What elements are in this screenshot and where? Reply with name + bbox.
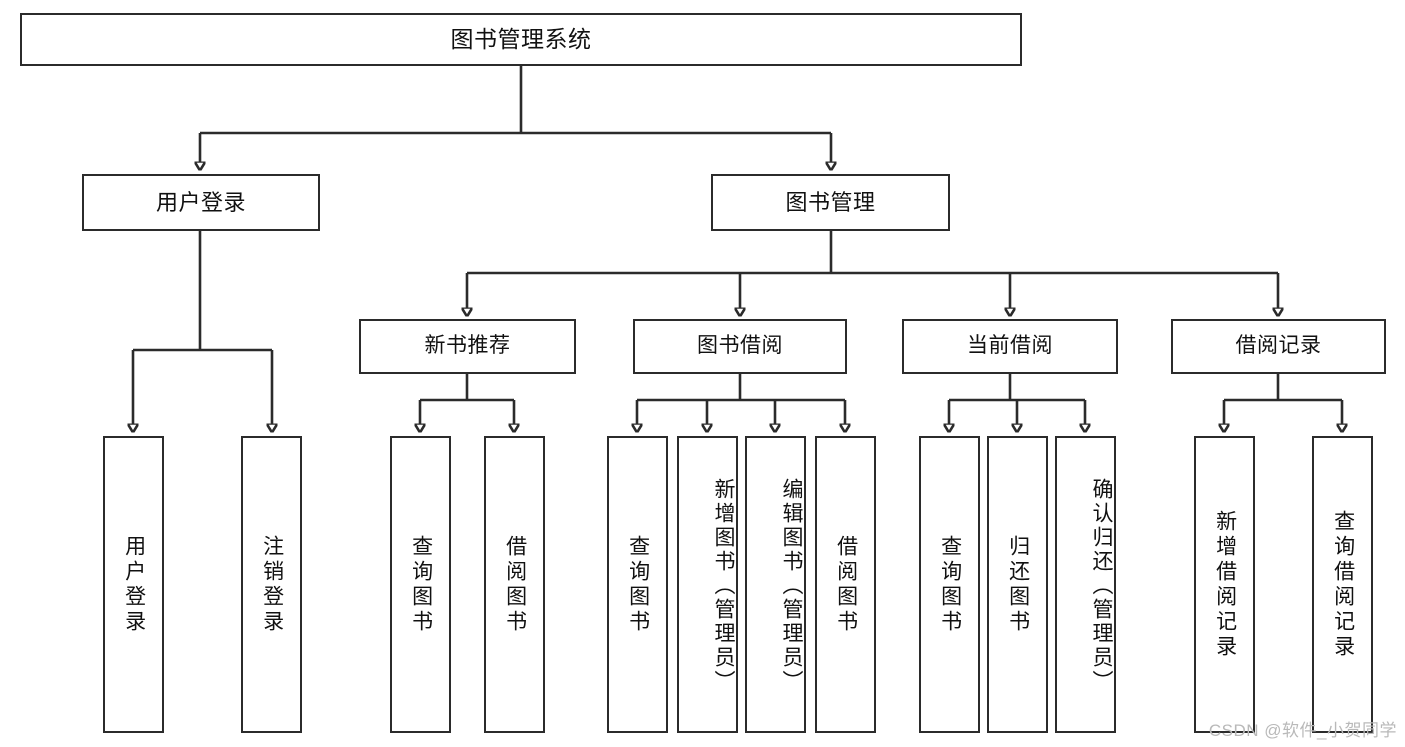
node-label: 编辑图书（管理员） [780,477,803,694]
node-label: 图书借阅 [697,334,783,358]
leaf-add-borrow-record[interactable]: 新增借阅记录 [1194,436,1255,733]
leaf-logout[interactable]: 注销登录 [241,436,302,733]
node-label: 借阅图书 [834,534,858,635]
csdn-watermark: CSDN @软件_小贺同学 [1208,721,1397,740]
leaf-query-books-current[interactable]: 查询图书 [919,436,980,733]
node-label: 确认归还（管理员） [1090,477,1113,694]
node-label: 借阅记录 [1235,334,1322,358]
node-new-book-recommendation[interactable]: 新书推荐 [359,319,576,374]
node-label: 新书推荐 [424,334,511,358]
node-label: 新增图书（管理员） [712,477,735,694]
leaf-borrow-books-newbook[interactable]: 借阅图书 [484,436,545,733]
leaf-return-books[interactable]: 归还图书 [987,436,1048,733]
node-label: 查询图书 [626,534,650,635]
node-label: 用户登录 [122,534,146,635]
leaf-edit-book-admin[interactable]: 编辑图书（管理员） [745,436,806,733]
node-label: 归还图书 [1006,534,1030,635]
leaf-query-borrow-record[interactable]: 查询借阅记录 [1312,436,1373,733]
node-label: 图书管理系统 [450,26,592,53]
node-book-management[interactable]: 图书管理 [711,174,950,231]
leaf-query-books-borrow[interactable]: 查询图书 [607,436,668,733]
node-label: 用户登录 [155,189,246,215]
node-label: 查询图书 [409,534,433,635]
leaf-query-books-newbook[interactable]: 查询图书 [390,436,451,733]
leaf-confirm-return-admin[interactable]: 确认归还（管理员） [1055,436,1116,733]
node-label: 查询借阅记录 [1331,509,1355,660]
node-label: 新增借阅记录 [1213,509,1237,660]
leaf-user-login[interactable]: 用户登录 [103,436,164,733]
node-root-book-management-system[interactable]: 图书管理系统 [20,13,1022,66]
node-current-borrowing[interactable]: 当前借阅 [902,319,1118,374]
node-borrow-records[interactable]: 借阅记录 [1171,319,1386,374]
node-label: 借阅图书 [503,534,527,635]
node-book-borrowing[interactable]: 图书借阅 [633,319,847,374]
node-label: 查询图书 [938,534,962,635]
node-user-login[interactable]: 用户登录 [82,174,320,231]
leaf-borrow-books-borrow[interactable]: 借阅图书 [815,436,876,733]
leaf-add-book-admin[interactable]: 新增图书（管理员） [677,436,738,733]
node-label: 图书管理 [785,189,876,215]
node-label: 注销登录 [260,534,284,635]
node-label: 当前借阅 [967,334,1053,358]
